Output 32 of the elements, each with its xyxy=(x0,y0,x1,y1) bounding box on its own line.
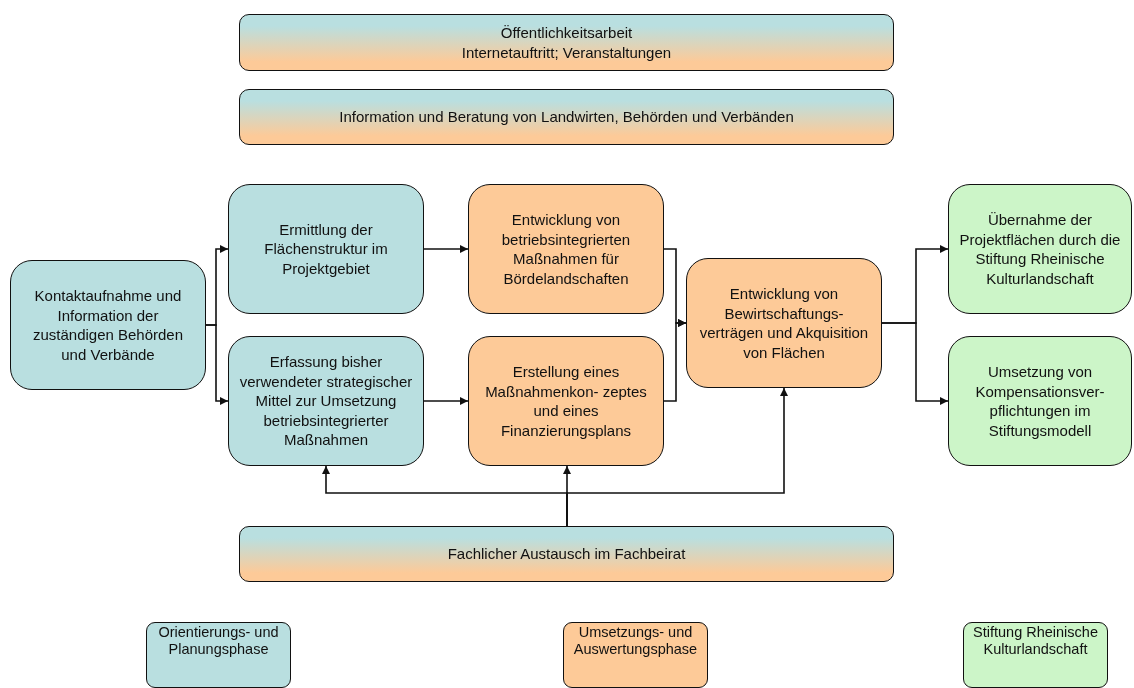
node-text: Information und Beratung von Landwirten, Behörden und Verbänden xyxy=(339,107,794,127)
node-text: Entwicklung von betriebsintegrierten Maßnahmen für Bördelandschaften xyxy=(500,210,632,288)
process-box xyxy=(10,260,206,390)
process-box xyxy=(686,258,882,388)
node-text: Kontaktaufnahme und Information der zuständigen Behörden und Verbände xyxy=(31,286,185,364)
node-text: Erfassung bisher verwendeter strategischer Mittel zur Umsetzung betriebsintegrierter Maßnahmen xyxy=(238,352,414,450)
process-box xyxy=(948,336,1132,466)
process-box xyxy=(228,336,424,466)
arrow xyxy=(566,387,788,527)
arrow xyxy=(423,245,469,253)
node-text: Erstellung eines Maßnahmenkon- zeptes und eines Finanzierungsplans xyxy=(484,362,648,440)
node-text: Öffentlichkeitsarbeit xyxy=(500,23,633,43)
node-text: Internetauftritt; Veranstaltungen xyxy=(461,42,672,62)
arrow xyxy=(881,322,949,405)
process-box xyxy=(948,184,1132,314)
banner-box xyxy=(239,526,894,582)
node-text: Ermittlung der Flächenstruktur im Projektgebiet xyxy=(263,219,389,279)
node-text: Entwicklung von Bewirtschaftungs- verträgen und Akquisition von Flächen xyxy=(698,284,870,362)
node-text: Übernahme der Projektflächen durch die Stiftung Rheinische Kulturlandschaft xyxy=(958,210,1122,288)
arrow xyxy=(205,324,229,405)
legend-swatch: Orientierungs- und Planungsphase xyxy=(146,622,291,688)
banner-box xyxy=(239,14,894,71)
arrow xyxy=(423,397,469,405)
legend-swatch: Stiftung Rheinische Kulturlandschaft xyxy=(963,622,1108,688)
arrow xyxy=(663,319,687,402)
process-box xyxy=(228,184,424,314)
process-box xyxy=(468,336,664,466)
node-text: Umsetzung von Kompensationsver- pflichtungen im Stiftungsmodell xyxy=(974,362,1106,440)
node-text: Fachlicher Austausch im Fachbeirat xyxy=(447,544,686,564)
legend-swatch: Umsetzungs- und Auswertungsphase xyxy=(563,622,708,688)
process-box xyxy=(468,184,664,314)
banner-box xyxy=(239,89,894,145)
